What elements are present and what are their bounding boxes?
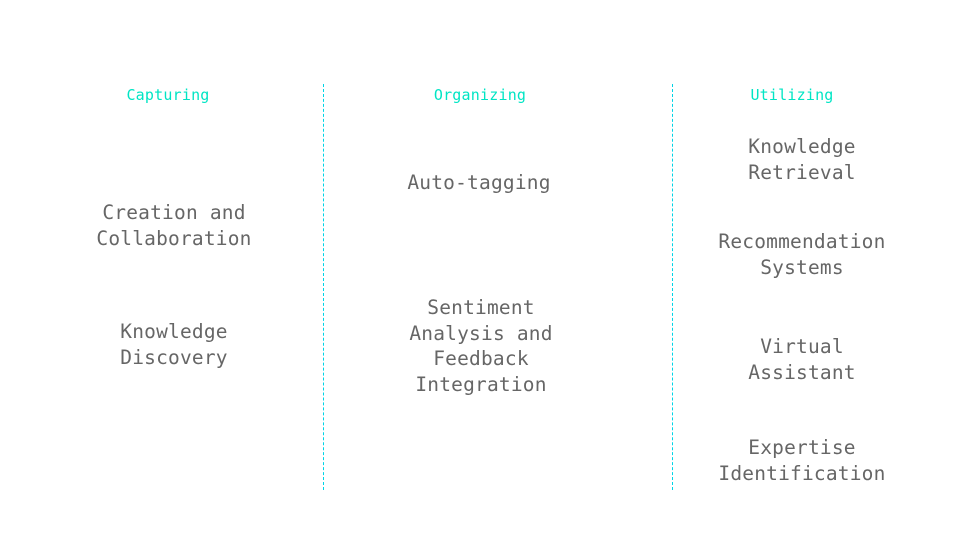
item-line: Knowledge bbox=[748, 135, 856, 158]
item-line: Discovery bbox=[120, 345, 228, 369]
item-line: Collaboration bbox=[96, 226, 252, 250]
column-title-organizing: Organizing bbox=[433, 86, 527, 104]
item-line: Auto-tagging bbox=[407, 171, 551, 194]
column-title-capturing: Capturing bbox=[126, 86, 210, 104]
column-divider-left bbox=[323, 84, 324, 490]
item-knowledge-discovery: Knowledge Discovery bbox=[44, 319, 304, 370]
item-line: Expertise bbox=[748, 436, 856, 459]
item-knowledge-retrieval: Knowledge Retrieval bbox=[672, 134, 932, 185]
item-auto-tagging: Auto-tagging bbox=[349, 170, 609, 196]
item-line: Assistant bbox=[748, 360, 856, 384]
item-line: Analysis and bbox=[409, 321, 553, 345]
item-line: Systems bbox=[760, 255, 844, 279]
item-line: Knowledge bbox=[120, 320, 228, 343]
item-line: Feedback bbox=[433, 347, 529, 370]
item-sentiment-analysis: Sentiment Analysis and Feedback Integrat… bbox=[351, 295, 611, 397]
item-line: Recommendation bbox=[718, 230, 886, 253]
item-line: Integration bbox=[415, 372, 547, 396]
item-line: Creation and bbox=[102, 201, 246, 224]
item-line: Retrieval bbox=[748, 160, 856, 184]
column-title-utilizing: Utilizing bbox=[750, 86, 834, 104]
item-line: Virtual bbox=[760, 335, 844, 358]
item-virtual-assistant: Virtual Assistant bbox=[672, 334, 932, 385]
item-expertise-identification: Expertise Identification bbox=[672, 435, 932, 486]
column-divider-right bbox=[672, 84, 673, 490]
item-creation-and-collaboration: Creation and Collaboration bbox=[44, 200, 304, 251]
item-recommendation-systems: Recommendation Systems bbox=[672, 229, 932, 280]
item-line: Sentiment bbox=[427, 296, 535, 319]
item-line: Identification bbox=[718, 461, 886, 485]
